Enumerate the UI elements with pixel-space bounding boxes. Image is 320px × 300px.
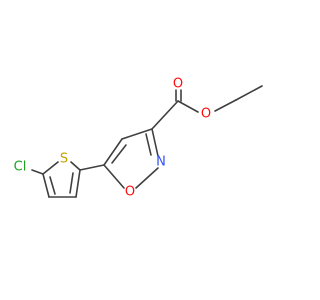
bond-ch2-ester-oxygen bbox=[214, 99, 237, 112]
atom-thiophene-sulfur: S bbox=[60, 152, 68, 167]
bond-thiophene-c2-s bbox=[70, 161, 81, 171]
molecule-structure: O O N O S Cl bbox=[14, 77, 263, 200]
bond-c5-thiophene-c2 bbox=[79, 164, 105, 171]
bond-s-thiophene-c5 bbox=[42, 161, 59, 175]
bond-ch3-ch2 bbox=[235, 85, 263, 101]
bond-n-o bbox=[135, 167, 159, 189]
bond-thiophene-c3-c2-inner bbox=[69, 172, 74, 194]
bond-thiophene-c5-c4 bbox=[42, 173, 50, 198]
atom-ester-oxygen: O bbox=[201, 107, 211, 122]
bond-c5-c4 bbox=[103, 138, 123, 166]
bond-carbonyl-carbon-c3 bbox=[151, 100, 179, 130]
atom-chlorine: Cl bbox=[14, 160, 27, 175]
molecule-canvas: O O N O S Cl bbox=[14, 77, 263, 200]
bond-c3-n bbox=[151, 128, 159, 157]
atom-ring-nitrogen: N bbox=[156, 155, 166, 170]
bond-thiophene-c5-cl bbox=[31, 169, 44, 175]
bond-c5-c4-inner bbox=[111, 144, 127, 164]
atom-ring-oxygen: O bbox=[125, 185, 135, 200]
atom-carbonyl-oxygen: O bbox=[173, 77, 183, 92]
bond-ester-oxygen-carbonyl-carbon bbox=[177, 100, 199, 113]
bond-thiophene-c3-c2 bbox=[75, 169, 81, 198]
bond-o-c5 bbox=[103, 164, 125, 189]
bond-c3-n-inner bbox=[145, 133, 152, 156]
bond-thiophene-c5-c4-inner bbox=[49, 176, 56, 195]
bond-c4-c3 bbox=[121, 128, 153, 140]
